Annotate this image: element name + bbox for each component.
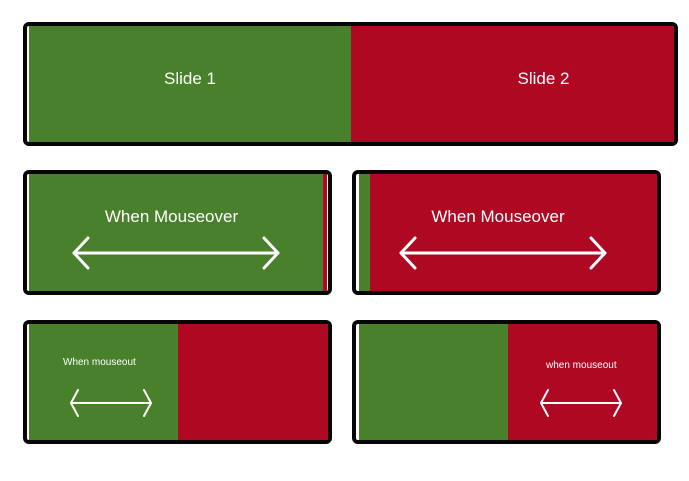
green-panel-collapsed bbox=[359, 174, 370, 291]
slider-frame-full: Slide 1 Slide 2 bbox=[23, 22, 678, 146]
slide-2-panel: Slide 2 bbox=[351, 26, 674, 142]
green-panel-half bbox=[359, 324, 508, 440]
slide-1-panel: Slide 1 bbox=[29, 26, 351, 142]
slide-1-label: Slide 1 bbox=[164, 69, 216, 88]
slider-frame-mouseover-left: When Mouseover bbox=[23, 170, 332, 295]
double-arrow-icon bbox=[72, 236, 280, 270]
green-panel-half: When mouseout bbox=[29, 324, 178, 440]
slider-frame-mouseover-right: When Mouseover bbox=[352, 170, 661, 295]
double-arrow-icon bbox=[399, 236, 607, 270]
slider-frame-mouseout-left: When mouseout bbox=[23, 320, 332, 444]
red-panel-half: when mouseout bbox=[508, 324, 657, 440]
mouseover-label-right: When Mouseover bbox=[431, 207, 565, 226]
slide-2-label: Slide 2 bbox=[517, 69, 570, 88]
green-panel-expanded: When Mouseover bbox=[29, 174, 323, 291]
red-panel-half bbox=[178, 324, 328, 440]
red-panel-collapsed bbox=[323, 174, 327, 291]
mouseover-label-left: When Mouseover bbox=[104, 207, 239, 226]
double-arrow-icon bbox=[540, 389, 622, 417]
red-panel-expanded: When Mouseover bbox=[370, 174, 657, 291]
mouseout-label-right: when mouseout bbox=[546, 360, 617, 371]
mouseout-label-left: When mouseout bbox=[63, 357, 136, 368]
double-arrow-icon bbox=[70, 389, 152, 417]
slider-frame-mouseout-right: when mouseout bbox=[352, 320, 661, 444]
